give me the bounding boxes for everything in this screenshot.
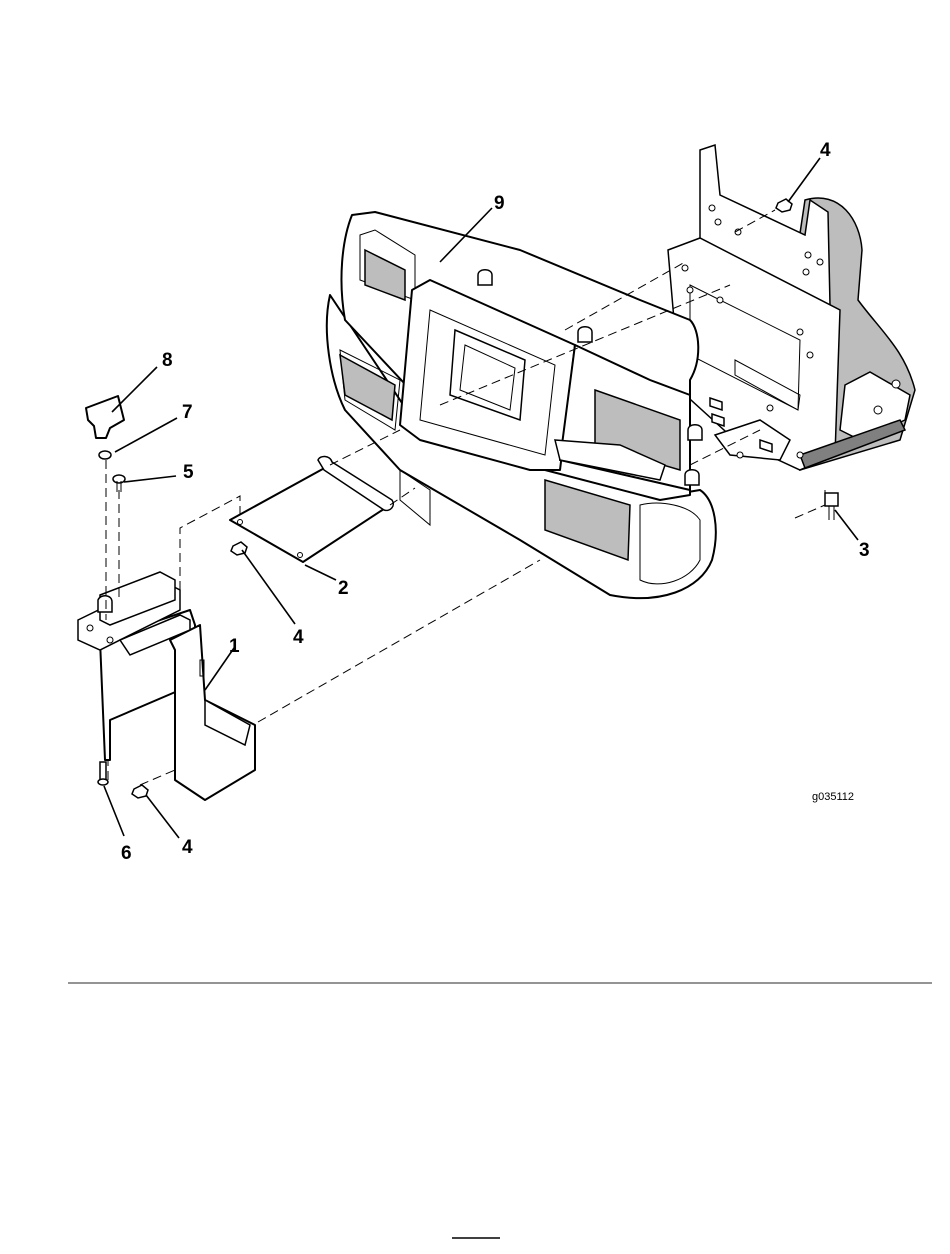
bumper-assembly xyxy=(327,212,716,598)
cover-plate xyxy=(230,456,393,562)
callout-8: 8 xyxy=(162,350,173,371)
callout-4-plate: 4 xyxy=(293,627,304,648)
callout-4-top: 4 xyxy=(820,140,831,161)
callout-5: 5 xyxy=(183,462,194,483)
callout-6: 6 xyxy=(121,843,132,864)
mounting-frame xyxy=(668,145,915,470)
callout-4-bottom: 4 xyxy=(182,837,193,858)
callout-1: 1 xyxy=(229,636,240,657)
callout-7: 7 xyxy=(182,402,193,423)
callout-3: 3 xyxy=(859,540,870,561)
callout-2: 2 xyxy=(338,578,349,599)
figure-id: g035112 xyxy=(812,791,854,803)
callout-9: 9 xyxy=(494,193,505,214)
